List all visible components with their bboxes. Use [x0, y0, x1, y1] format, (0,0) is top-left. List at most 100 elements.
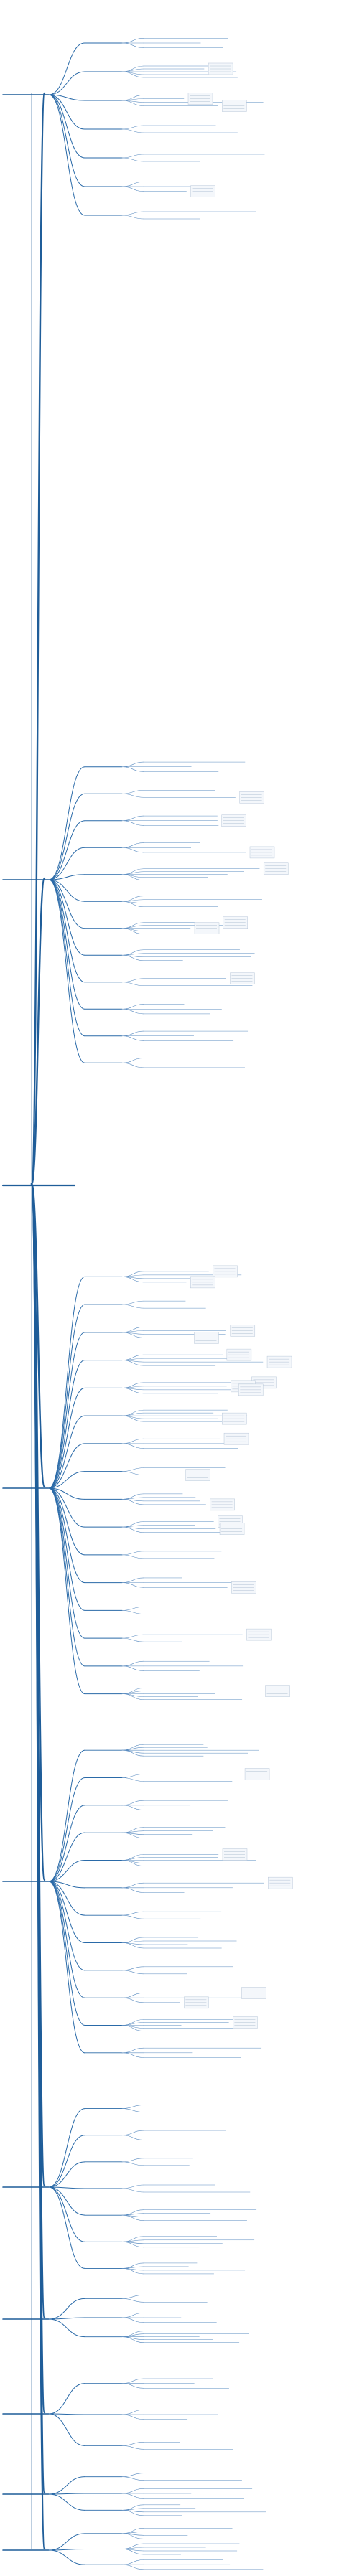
- subtopic-to-leaf-edge: [121, 1577, 144, 1583]
- branch-to-subtopic-edge: [48, 1487, 85, 1528]
- branch-to-subtopic-edge: [48, 879, 85, 956]
- subtopic-to-leaf-edge: [121, 1062, 144, 1068]
- subtopic-to-leaf-edge: [121, 2508, 144, 2511]
- subtopic-to-leaf-edge: [121, 2564, 144, 2570]
- branch-to-subtopic-edge: [48, 1276, 85, 1489]
- branch-to-subtopic-edge: [48, 2186, 85, 2242]
- subtopic-to-leaf-edge: [121, 1940, 144, 1943]
- branch-to-subtopic-edge: [48, 1860, 85, 1882]
- subtopic-to-leaf-edge: [121, 1832, 144, 1838]
- subtopic-to-leaf-edge: [121, 1993, 144, 1998]
- branch-to-subtopic-edge: [48, 793, 85, 880]
- branch-to-subtopic-edge: [48, 1487, 85, 1667]
- subtopic-to-leaf-edge: [121, 1497, 144, 1500]
- subtopic-to-leaf-edge: [121, 2295, 144, 2299]
- subtopic-to-leaf-edge: [121, 2241, 144, 2248]
- subtopic-to-leaf-edge: [121, 1634, 144, 1639]
- branch-to-subtopic-edge: [48, 1304, 85, 1489]
- subtopic-to-leaf-edge: [121, 182, 144, 187]
- branch-to-subtopic-edge: [48, 1487, 85, 1500]
- subtopic-to-leaf-edge: [121, 2559, 144, 2565]
- subtopic-to-leaf-edge: [121, 1997, 144, 2003]
- subtopic-to-leaf-edge: [121, 1693, 144, 1700]
- subtopic-to-leaf-edge: [121, 2532, 144, 2534]
- branch-to-subtopic-edge: [48, 2533, 85, 2551]
- branch-to-subtopic-edge: [48, 94, 85, 187]
- subtopic-to-leaf-edge: [121, 953, 144, 956]
- subtopic-to-leaf-edge: [121, 2135, 144, 2140]
- subtopic-to-leaf-edge: [121, 186, 144, 192]
- subtopic-to-leaf-edge: [121, 2213, 144, 2216]
- branch-to-subtopic-edge: [48, 1415, 85, 1489]
- branch-to-subtopic-edge: [48, 2318, 85, 2338]
- subtopic-to-leaf-edge: [121, 2473, 144, 2477]
- branch-to-subtopic-edge: [48, 1881, 85, 1889]
- subtopic-to-leaf-edge: [121, 2161, 144, 2166]
- branch-to-subtopic-edge: [48, 1332, 85, 1489]
- root-to-branch-edge: [30, 92, 46, 1185]
- subtopic-to-leaf-edge: [121, 100, 144, 106]
- subtopic-to-leaf-edge: [121, 2547, 144, 2549]
- subtopic-to-leaf-edge: [121, 1637, 144, 1642]
- subtopic-to-leaf-edge: [121, 1882, 144, 1889]
- branch-to-subtopic-edge: [48, 2135, 85, 2188]
- branch-to-subtopic-edge: [48, 879, 85, 929]
- subtopic-to-leaf-edge: [121, 2052, 144, 2058]
- subtopic-to-leaf-edge: [121, 215, 144, 220]
- subtopic-to-leaf-edge: [121, 1582, 144, 1588]
- subtopic-to-leaf-edge: [121, 2336, 144, 2343]
- subtopic-to-leaf-edge: [121, 1277, 144, 1283]
- branch-to-subtopic-edge: [48, 1487, 85, 1611]
- subtopic-to-leaf-edge: [121, 1304, 144, 1309]
- subtopic-to-leaf-edge: [121, 2158, 144, 2163]
- subtopic-to-leaf-edge: [121, 2414, 144, 2420]
- subtopic-to-leaf-edge: [121, 2442, 144, 2446]
- subtopic-to-leaf-edge: [121, 1415, 144, 1422]
- subtopic-to-leaf-edge: [121, 42, 144, 48]
- subtopic-to-leaf-edge: [121, 766, 144, 772]
- subtopic-to-leaf-edge: [121, 1830, 144, 1833]
- subtopic-to-leaf-edge: [121, 982, 144, 987]
- branch-to-subtopic-edge: [48, 2413, 85, 2446]
- subtopic-to-leaf-edge: [121, 1805, 144, 1810]
- subtopic-to-leaf-edge: [121, 1966, 144, 1971]
- subtopic-to-leaf-edge: [121, 2214, 144, 2221]
- subtopic-to-leaf-edge: [121, 2298, 144, 2303]
- branch-to-subtopic-edge: [48, 2161, 85, 2188]
- branch-to-subtopic-edge: [48, 1443, 85, 1489]
- branch-to-subtopic-edge: [48, 2549, 85, 2565]
- subtopic-to-leaf-edge: [121, 928, 144, 935]
- branch-to-subtopic-edge: [48, 1832, 85, 1882]
- branch-to-subtopic-edge: [48, 1881, 85, 1916]
- subtopic-to-leaf-edge: [121, 2188, 144, 2193]
- branch-to-subtopic-edge: [48, 2108, 85, 2188]
- subtopic-to-leaf-edge: [121, 901, 144, 908]
- branch-to-subtopic-edge: [48, 1487, 85, 1639]
- mind-map-leaf-lines: [121, 38, 266, 2570]
- branch-to-subtopic-edge: [48, 1487, 85, 1695]
- subtopic-to-leaf-edge: [121, 1471, 144, 1475]
- subtopic-to-leaf-edge: [121, 157, 144, 162]
- branch-to-subtopic-edge: [48, 2383, 85, 2415]
- branch-to-subtopic-edge: [48, 2413, 85, 2415]
- subtopic-to-leaf-edge: [121, 1467, 144, 1472]
- subtopic-to-leaf-edge: [121, 1607, 144, 1611]
- branch-to-subtopic-edge: [48, 2317, 85, 2320]
- subtopic-to-leaf-edge: [121, 38, 144, 44]
- subtopic-to-leaf-edge: [121, 1030, 144, 1037]
- root-to-branch-edge: [30, 1183, 46, 2550]
- root-to-branch-edge: [30, 877, 46, 1185]
- branch-to-subtopic-edge: [48, 879, 85, 983]
- subtopic-to-leaf-edge: [121, 2047, 144, 2054]
- subtopic-to-leaf-edge: [121, 2025, 144, 2031]
- subtopic-to-leaf-edge: [121, 1058, 144, 1063]
- branch-to-subtopic-edge: [48, 1387, 85, 1489]
- subtopic-to-leaf-edge: [121, 2313, 144, 2318]
- subtopic-to-leaf-edge: [121, 1525, 144, 1528]
- branch-to-subtopic-edge: [48, 1881, 85, 2054]
- subtopic-to-leaf-edge: [121, 2266, 144, 2269]
- subtopic-to-leaf-edge: [121, 793, 144, 798]
- subtopic-to-leaf-edge: [121, 847, 144, 853]
- branch-to-subtopic-edge: [48, 879, 85, 1037]
- branch-to-subtopic-edge: [48, 2298, 85, 2320]
